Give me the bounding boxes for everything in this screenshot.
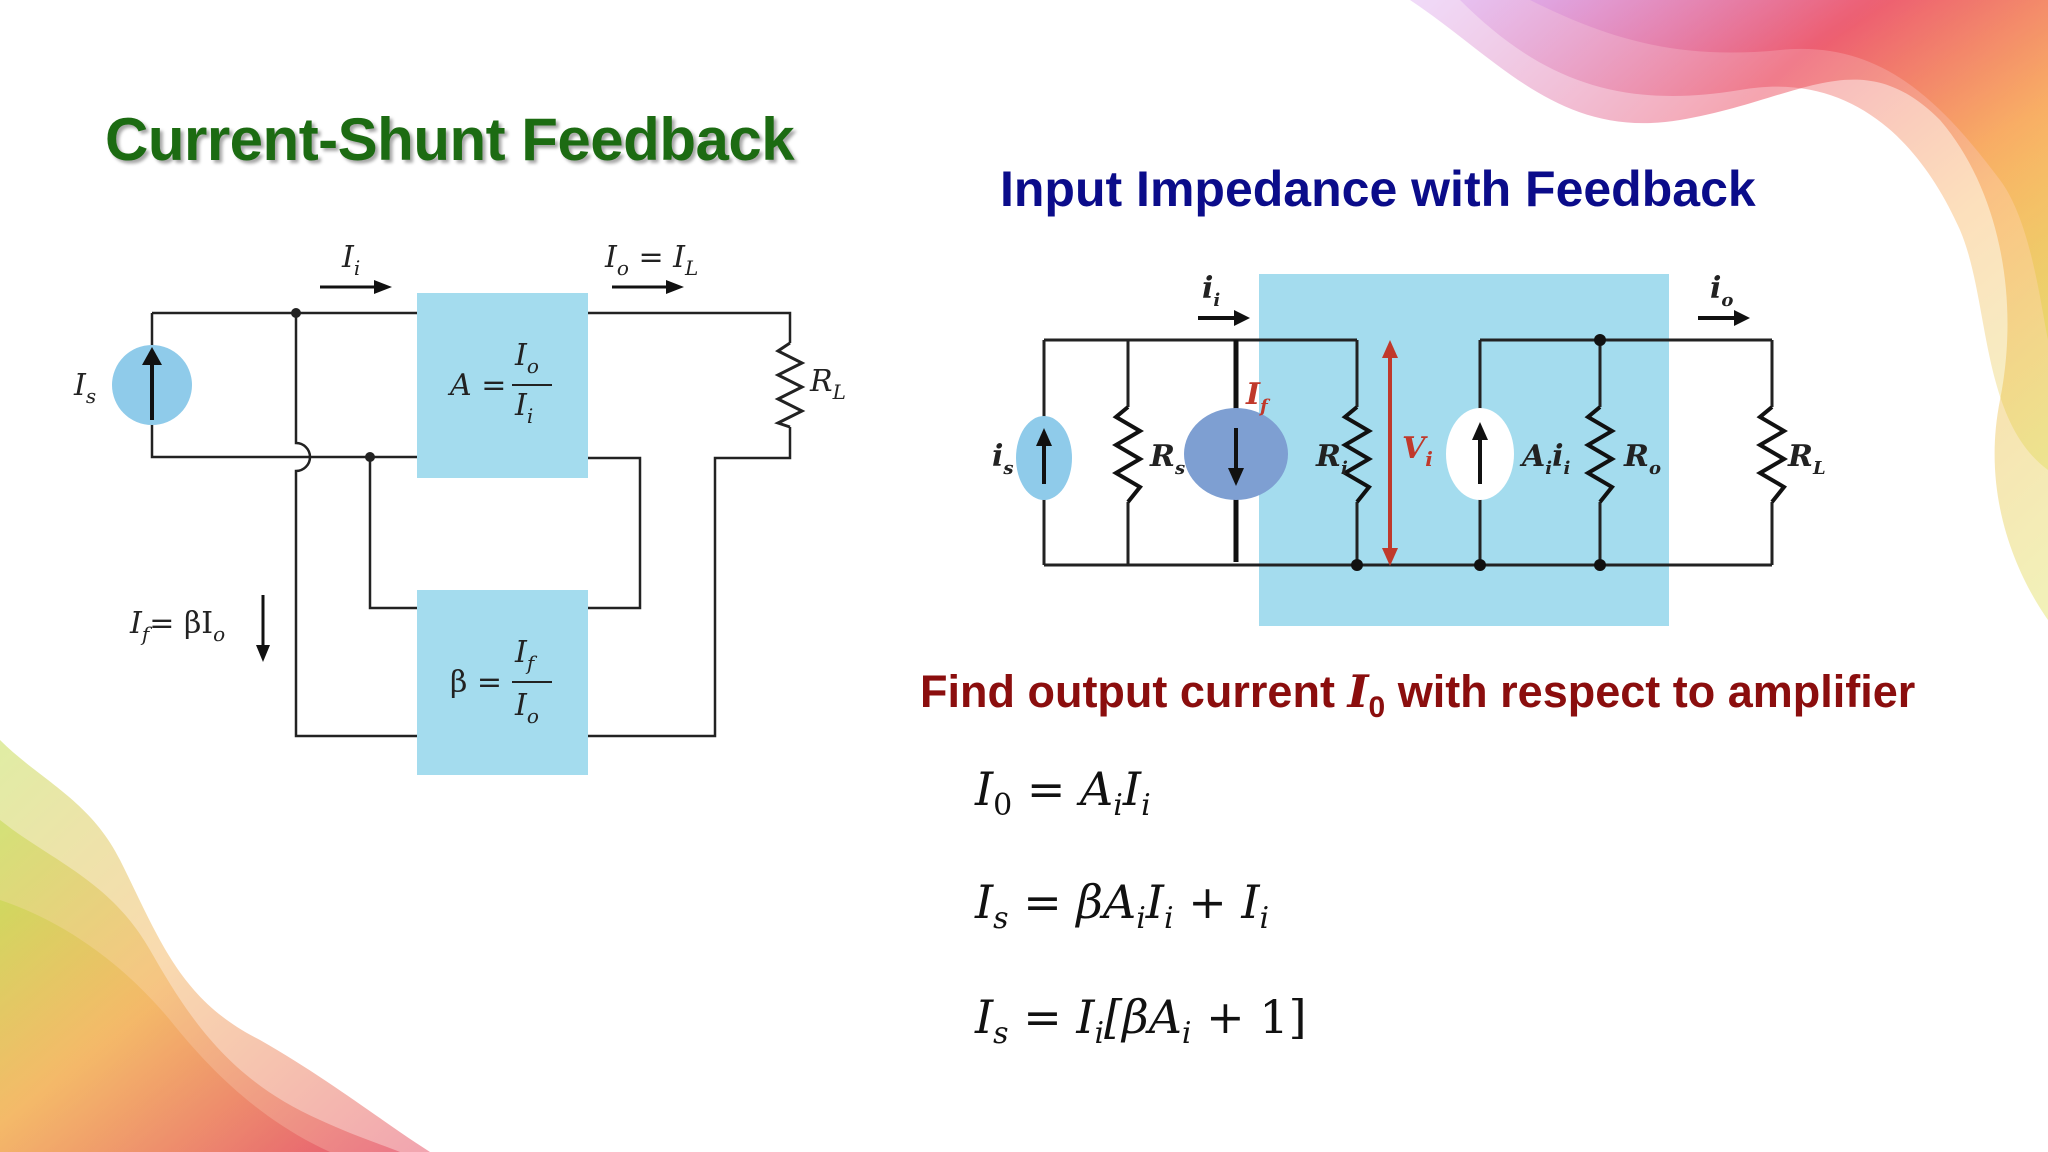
input-current-arrow <box>374 280 392 294</box>
feedback-block <box>417 590 588 775</box>
label-Ro: Ro <box>1623 439 1661 479</box>
junction-dot <box>1474 559 1486 571</box>
equation-1: I0 = AiIi <box>975 762 1151 824</box>
junction-dot <box>1594 334 1606 346</box>
equation-3: Is = Ii[βAi + 1] <box>975 990 1307 1052</box>
source-resistor-Rs <box>1112 405 1144 504</box>
equation-2: Is = βAiIi + Ii <box>975 875 1270 937</box>
output-resistor-Ro <box>1584 405 1616 504</box>
slide-title-left: Current-Shunt Feedback <box>105 106 795 173</box>
decorative-wave-top-right <box>1410 0 2048 620</box>
junction-dot <box>1594 559 1606 571</box>
label-io: io <box>1710 271 1733 311</box>
label-RL: RL <box>1787 439 1826 479</box>
input-impedance-circuit: ii io is Rs Ri Aiii Ro RL If Vi <box>992 271 1826 626</box>
decorative-wave-bottom-left <box>0 740 430 1152</box>
label-Aii: Aiii <box>1519 439 1571 479</box>
junction-dot <box>365 452 375 462</box>
amplifier-block <box>417 293 588 478</box>
label-RL: RL <box>809 364 846 404</box>
label-Vi: Vi <box>1402 431 1433 471</box>
load-resistor-RL <box>1756 405 1788 504</box>
slide-title-right: Input Impedance with Feedback <box>1000 161 1756 217</box>
label-Ri: Ri <box>1315 439 1348 479</box>
label-beta-den: Io <box>514 688 539 728</box>
ii-arrow <box>1234 310 1250 326</box>
Vi-arrow-bottom <box>1382 548 1398 566</box>
junction-dot <box>1351 559 1363 571</box>
label-A-den: Ii <box>514 388 533 428</box>
label-Is: Is <box>73 368 96 408</box>
junction-dot <box>291 308 301 318</box>
load-resistor <box>774 341 806 429</box>
io-arrow <box>1734 310 1750 326</box>
Vi-arrow-top <box>1382 340 1398 358</box>
find-output-current-text: Find output current I0 with respect to a… <box>920 665 1916 724</box>
output-current-arrow <box>666 280 684 294</box>
label-is: is <box>992 439 1014 479</box>
label-beta-eq: β = <box>450 665 502 700</box>
label-Rs: Rs <box>1149 439 1185 479</box>
label-If-eq: If= βIo <box>129 606 225 646</box>
feedback-current-arrow <box>256 645 270 662</box>
label-Ii: Ii <box>341 240 360 280</box>
input-resistor-Ri <box>1341 405 1373 504</box>
label-A-eq: A = <box>447 368 506 403</box>
label-ii: ii <box>1202 271 1220 311</box>
label-Io-IL: Io = IL <box>604 240 698 280</box>
label-A-num: Io <box>514 338 539 378</box>
current-shunt-block-diagram: Ii Io = IL Is RL A = Io Ii β = If Io If=… <box>73 240 846 775</box>
